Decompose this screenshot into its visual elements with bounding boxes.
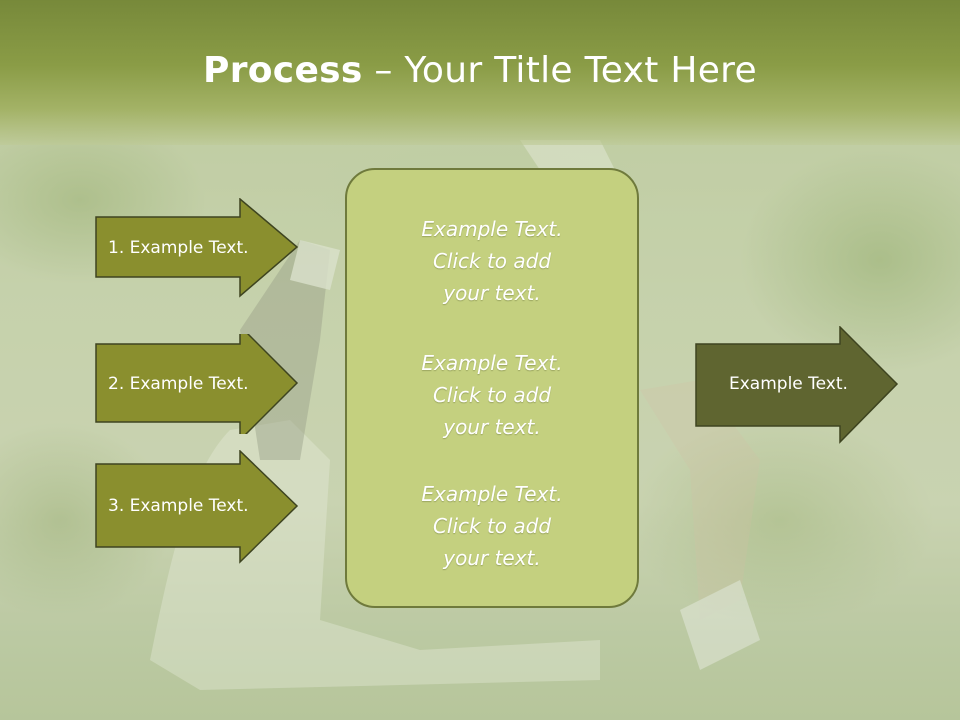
center-block-2-line3: your text. [443, 415, 541, 439]
center-block-2: Example Text. Click to add your text. [345, 347, 639, 443]
arrow-shape-2 [95, 334, 299, 434]
center-block-1: Example Text. Click to add your text. [345, 213, 639, 309]
step-arrow-3[interactable]: 3. Example Text. [95, 450, 300, 565]
center-block-1-line2: Click to add [432, 249, 552, 273]
center-block-1-line3: your text. [443, 281, 541, 305]
title-dash: – [362, 50, 405, 91]
result-arrow-label: Example Text. [729, 374, 848, 394]
center-text-box[interactable] [345, 168, 639, 608]
arrow-shape-1 [95, 198, 299, 298]
step-arrow-2[interactable]: 2. Example Text. [95, 334, 300, 434]
center-block-3-line1: Example Text. [421, 482, 563, 506]
step-arrow-2-label: 2. Example Text. [108, 374, 249, 394]
center-block-2-line2: Click to add [432, 383, 552, 407]
step-arrow-1-label: 1. Example Text. [108, 238, 249, 258]
center-block-3: Example Text. Click to add your text. [345, 478, 639, 574]
center-block-1-line1: Example Text. [421, 217, 563, 241]
step-arrow-1[interactable]: 1. Example Text. [95, 198, 300, 298]
title-bold: Process [203, 50, 363, 91]
result-arrow[interactable]: Example Text. [695, 326, 900, 444]
center-block-2-line1: Example Text. [421, 351, 563, 375]
title-banner [0, 0, 960, 145]
result-arrow-shape [695, 326, 899, 444]
center-block-3-line3: your text. [443, 546, 541, 570]
arrow-shape-3 [95, 450, 299, 564]
slide-title[interactable]: Process – Your Title Text Here [0, 50, 960, 91]
center-block-3-line2: Click to add [432, 514, 552, 538]
step-arrow-3-label: 3. Example Text. [108, 495, 249, 516]
title-rest: Your Title Text Here [404, 50, 757, 91]
